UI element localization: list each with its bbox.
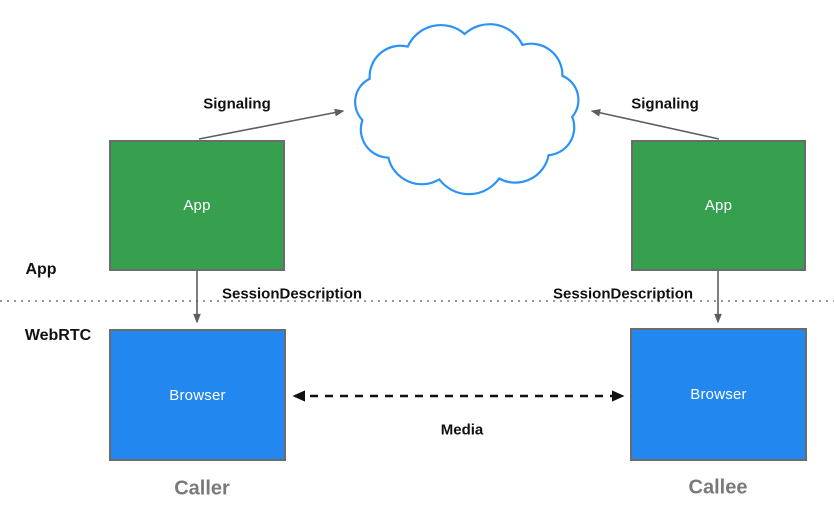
app-layer-label: App [25, 261, 57, 278]
callee-caption: Callee [688, 476, 748, 499]
caller-browser-node: Browser [109, 329, 286, 461]
signaling-arrow-right [590, 109, 720, 140]
signaling-label-left: Signaling [203, 95, 271, 113]
session-description-label-left: SessionDescription [221, 285, 363, 303]
callee-app-label: App [704, 197, 733, 214]
caller-app-node: App [109, 140, 285, 271]
callee-browser-label: Browser [690, 386, 747, 403]
caller-browser-label: Browser [169, 386, 226, 404]
signaling-label-right: Signaling [631, 95, 699, 113]
internet-cloud-shape [354, 23, 580, 196]
caller-caption: Caller [174, 477, 230, 500]
callee-browser-node: Browser [630, 328, 807, 461]
signaling-arrow-left [198, 108, 345, 140]
media-label: Media [440, 421, 484, 439]
session-description-label-right: SessionDescription [552, 285, 694, 303]
callee-app-node: App [631, 140, 806, 271]
webrtc-layer-label: WebRTC [24, 327, 92, 344]
caller-app-label: App [183, 197, 211, 214]
